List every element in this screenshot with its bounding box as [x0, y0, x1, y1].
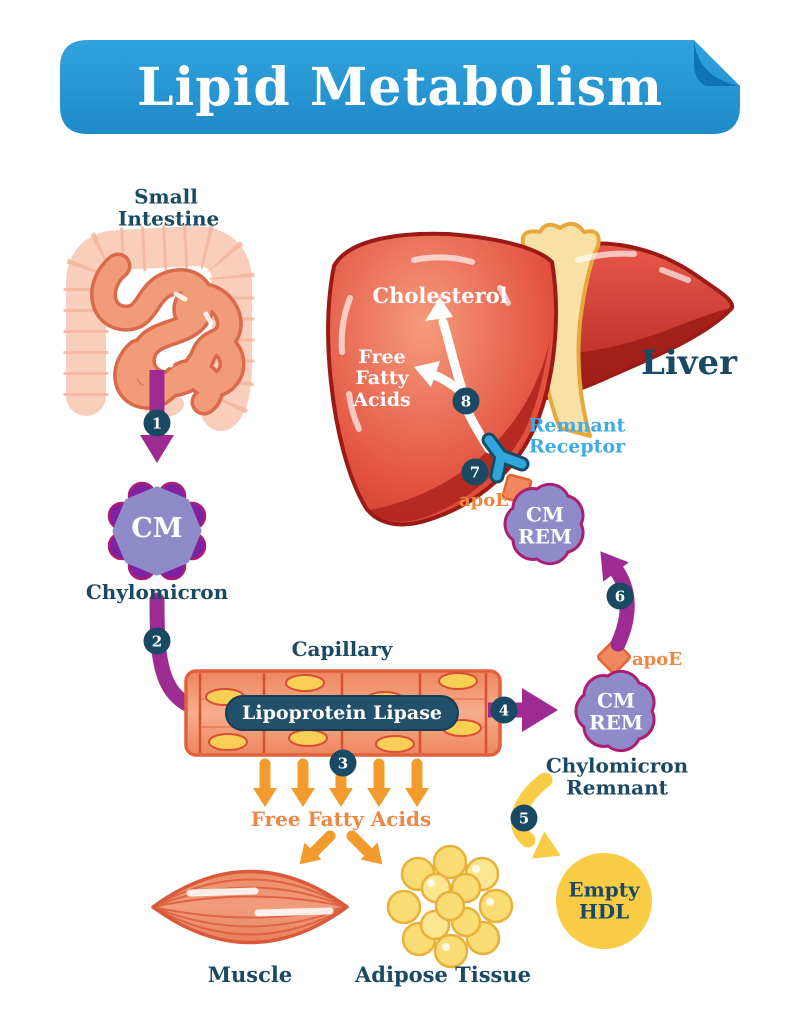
apoe-label-remnant: apoE [632, 648, 682, 670]
chylomicron-label: Chylomicron [85, 579, 229, 604]
small-intestine-label: Small Intestine [118, 184, 220, 231]
muscle-illustration [151, 869, 349, 945]
remnant-receptor-label: Remnant Receptor [528, 414, 626, 458]
capillary-label: Capillary [291, 636, 393, 661]
cm-remnant-lower-particle [574, 669, 656, 753]
cm-rem-lower-abbr: CM REM [588, 688, 643, 735]
step-badge-6: 6 [606, 582, 634, 610]
cholesterol-label: Cholesterol [372, 283, 508, 309]
chylomicron-abbr: CM [131, 512, 183, 544]
step-badge-2: 2 [143, 627, 171, 655]
cm-remnant-upper-particle [503, 482, 585, 566]
lipoprotein-lipase-badge: Lipoprotein Lipase [225, 695, 459, 731]
chylomicron-particle [107, 481, 207, 581]
step-badge-8: 8 [452, 387, 480, 415]
cm-rem-upper-abbr: CM REM [517, 502, 572, 549]
small-intestine-illustration [63, 223, 255, 431]
step-badge-5: 5 [510, 804, 538, 832]
free-fatty-acids-liver-label: Free Fatty Acids [353, 346, 411, 411]
step-badge-3: 3 [329, 749, 357, 777]
title-banner [60, 40, 740, 134]
adipose-tissue-label: Adipose Tissue [354, 962, 532, 988]
step-badge-7: 7 [461, 458, 489, 486]
page-title: Lipid Metabolism [136, 56, 664, 118]
liver-highlights [338, 250, 691, 432]
chylomicron-remnant-label: Chylomicron Remnant [545, 753, 689, 800]
liver-label: Liver [640, 342, 738, 383]
adipose-tissue-illustration [386, 844, 514, 969]
empty-hdl-label: Empty HDL [568, 877, 640, 924]
apoe-label-receptor: apoE [459, 489, 509, 511]
free-fatty-acids-label: Free Fatty Acids [250, 806, 432, 831]
step-badge-1: 1 [143, 409, 171, 437]
step-badge-4: 4 [490, 696, 518, 724]
banner-fold-icon [694, 40, 740, 86]
free-fatty-acid-arrows [253, 758, 429, 865]
empty-hdl-particle [556, 853, 652, 949]
remnant-receptor-icon [481, 432, 530, 484]
muscle-label: Muscle [207, 962, 293, 988]
